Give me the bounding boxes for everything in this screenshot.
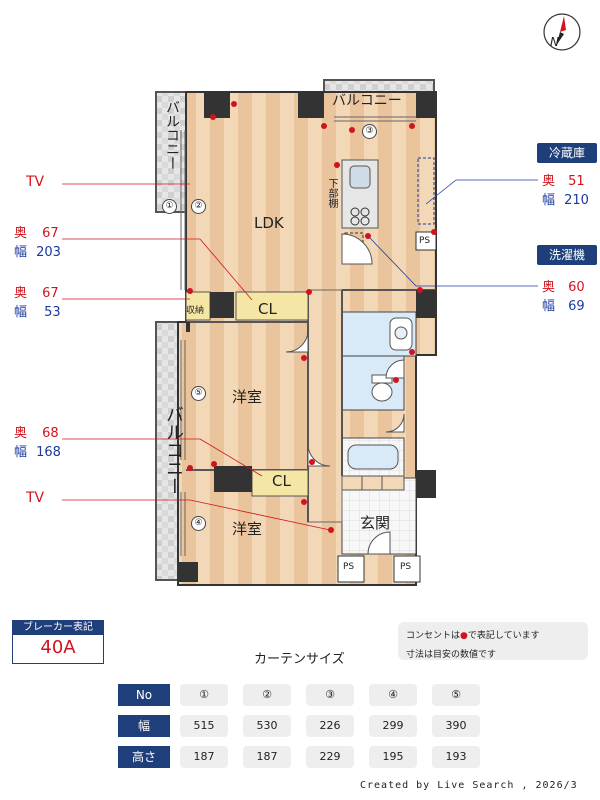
depth-label: 奥 [14,426,28,441]
entry-ps-2 [393,555,421,583]
ldk-storage-size: 奥 67 幅 203 [14,222,84,260]
balcony-top-label: バルコニー [332,93,402,109]
closet-bedroom-label: CL [272,472,291,490]
shuno [185,291,211,321]
ps-kitchen-label: PS [419,236,431,246]
fridge-space [417,157,435,225]
window-number-3: ③ [362,124,377,139]
bedroom-cl-size: 奥 68 幅 168 [14,422,84,460]
width-label: 幅 [14,305,28,320]
tv-top-label: TV [26,174,45,190]
curtain-no-4: ④ [369,684,417,706]
corridor [307,289,343,523]
curtain-no-2: ② [243,684,291,706]
compass-north-label: N [550,35,559,49]
shitabudana-label: 下部棚 [326,178,337,208]
tv-bottom-label: TV [26,490,45,506]
width-label: 幅 [542,193,556,208]
footer-credit: Created by Live Search , 2026/3 [360,780,578,791]
width-value: 168 [36,445,61,460]
depth-label: 奥 [14,226,28,241]
window-number-4: ④ [191,516,206,531]
washer-size: 奥 60 幅 69 [542,276,600,314]
balcony-left-bottom-label: バルコニー [163,405,184,495]
width-label: 幅 [542,299,556,314]
curtain-width-5: 390 [432,715,480,737]
curtain-height-4: 195 [369,746,417,768]
depth-value: 60 [568,280,585,295]
curtain-width-2: 530 [243,715,291,737]
curtain-height-5: 193 [432,746,480,768]
curtain-no-5: ⑤ [432,684,480,706]
note-line2: 寸法は目安の数値です [406,650,497,660]
cl-ldk [235,291,309,321]
width-label: 幅 [14,445,28,460]
width-value: 203 [36,245,61,260]
breaker-box: ブレーカー表記 40A [12,620,104,664]
room-genkan: 玄関 [360,514,391,532]
depth-value: 67 [42,226,59,241]
ps-entry-1-label: PS [343,562,355,572]
window-number-1: ① [162,199,177,214]
ps-entry-2-label: PS [400,562,412,572]
curtain-height-1: 187 [180,746,228,768]
fridge-size: 奥 51 幅 210 [542,170,600,208]
window-number-2: ② [191,199,206,214]
compass: N [542,12,582,52]
curtain-width-1: 515 [180,715,228,737]
width-value: 210 [564,193,589,208]
depth-value: 68 [42,426,59,441]
notes-box: コンセントは●で表記しています 寸法は目安の数値です [398,622,588,660]
width-label: 幅 [14,245,28,260]
curtain-height-2: 187 [243,746,291,768]
depth-value: 67 [42,286,59,301]
fridge-badge: 冷蔵庫 [537,143,597,163]
balcony-left-top-label: バルコニー [164,100,180,170]
room-yoshitsu-1: 洋室 [232,388,263,406]
note-line1: コンセントは [406,631,461,641]
shuno-size: 奥 67 幅 53 [14,282,84,320]
curtain-header-width: 幅 [118,715,170,737]
curtain-no-3: ③ [306,684,354,706]
curtain-height-3: 229 [306,746,354,768]
room-ldk: LDK [254,214,284,232]
width-value: 53 [44,305,61,320]
depth-label: 奥 [14,286,28,301]
outlet-dot-icon: ● [460,631,468,641]
compass-icon [543,13,581,51]
cl-bedroom [251,469,309,497]
depth-value: 51 [568,174,585,189]
curtain-width-4: 299 [369,715,417,737]
window-number-5: ⑤ [191,386,206,401]
curtain-header-no: No [118,684,170,706]
room-yoshitsu-2: 洋室 [232,520,263,538]
curtain-header-height: 高さ [118,746,170,768]
breaker-label: ブレーカー表記 [13,621,103,635]
curtain-title: カーテンサイズ [254,652,345,667]
depth-label: 奥 [542,174,556,189]
washer-badge: 洗濯機 [537,245,597,265]
shuno-label: 収納 [186,306,205,316]
depth-label: 奥 [542,280,556,295]
closet-ldk-label: CL [258,300,277,318]
curtain-no-1: ① [180,684,228,706]
width-value: 69 [568,299,585,314]
entry-ps-1 [337,555,365,583]
note-line1b: で表記しています [467,631,540,641]
curtain-width-3: 226 [306,715,354,737]
breaker-value: 40A [40,637,76,658]
